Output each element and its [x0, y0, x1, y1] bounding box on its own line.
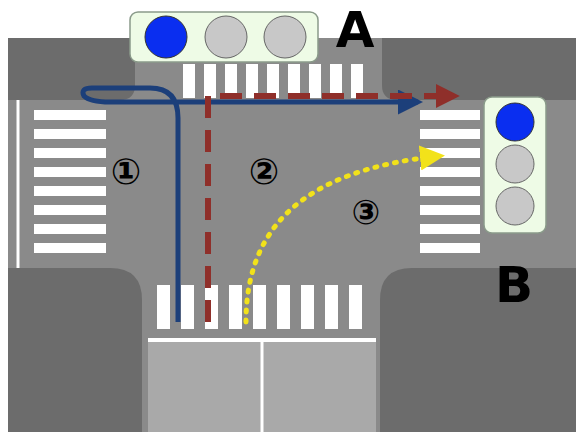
signal-lamp — [145, 16, 187, 58]
crosswalk-stripe — [204, 64, 216, 98]
lane-line — [261, 340, 264, 432]
crosswalk-stripe — [420, 129, 480, 139]
crosswalk-stripe — [420, 205, 480, 215]
signal-name: B — [495, 260, 533, 310]
signal-lamp — [264, 16, 306, 58]
path-one — [83, 88, 418, 322]
callout-number: ③ — [352, 195, 381, 229]
crosswalk-stripe — [253, 285, 266, 329]
crosswalk-stripe — [420, 224, 480, 234]
sidewalk — [8, 38, 135, 100]
callout-number: ① — [111, 154, 141, 190]
crosswalk-stripe — [34, 129, 106, 139]
traffic-signal — [130, 12, 318, 62]
crosswalk-stripe — [34, 224, 106, 234]
crosswalk-stripe — [246, 64, 258, 98]
road — [8, 38, 576, 432]
signal-lamp — [496, 145, 534, 183]
signal-name: A — [336, 5, 375, 55]
sidewalk — [382, 38, 576, 100]
crosswalk-stripe — [34, 110, 106, 120]
crosswalk-stripe — [34, 205, 106, 215]
traffic-signal — [484, 97, 546, 233]
path-two — [208, 96, 455, 322]
sidewalk — [380, 268, 576, 432]
crosswalk-stripe — [420, 110, 480, 120]
crosswalk-stripe — [34, 243, 106, 253]
crosswalk-stripe — [181, 285, 194, 329]
crosswalk-stripe — [267, 64, 279, 98]
crosswalk-stripe — [301, 285, 314, 329]
crosswalk-stripe — [330, 64, 342, 98]
lane — [148, 340, 376, 432]
crosswalk-stripe — [288, 64, 300, 98]
crosswalk-stripe — [34, 167, 106, 177]
crosswalk-stripe — [157, 285, 170, 329]
signal-lamp — [205, 16, 247, 58]
crosswalk-stripe — [225, 64, 237, 98]
crosswalk-stripe — [277, 285, 290, 329]
crosswalk-stripe — [420, 167, 480, 177]
crosswalk-stripe — [420, 148, 480, 158]
crosswalk-stripe — [34, 186, 106, 196]
stop-line — [17, 100, 20, 268]
crosswalk — [34, 64, 480, 329]
signal-lamp — [496, 187, 534, 225]
crosswalk-stripe — [325, 285, 338, 329]
callout-number: ② — [249, 154, 279, 190]
crosswalk-stripe — [420, 243, 480, 253]
crosswalk-stripe — [309, 64, 321, 98]
crosswalk-stripe — [420, 186, 480, 196]
crosswalk-stripe — [34, 148, 106, 158]
crosswalk-stripe — [351, 64, 363, 98]
crosswalk-stripe — [229, 285, 242, 329]
sidewalk — [8, 268, 142, 432]
signal-lamp — [496, 103, 534, 141]
crosswalk-stripe — [349, 285, 362, 329]
crosswalk-stripe — [183, 64, 195, 98]
